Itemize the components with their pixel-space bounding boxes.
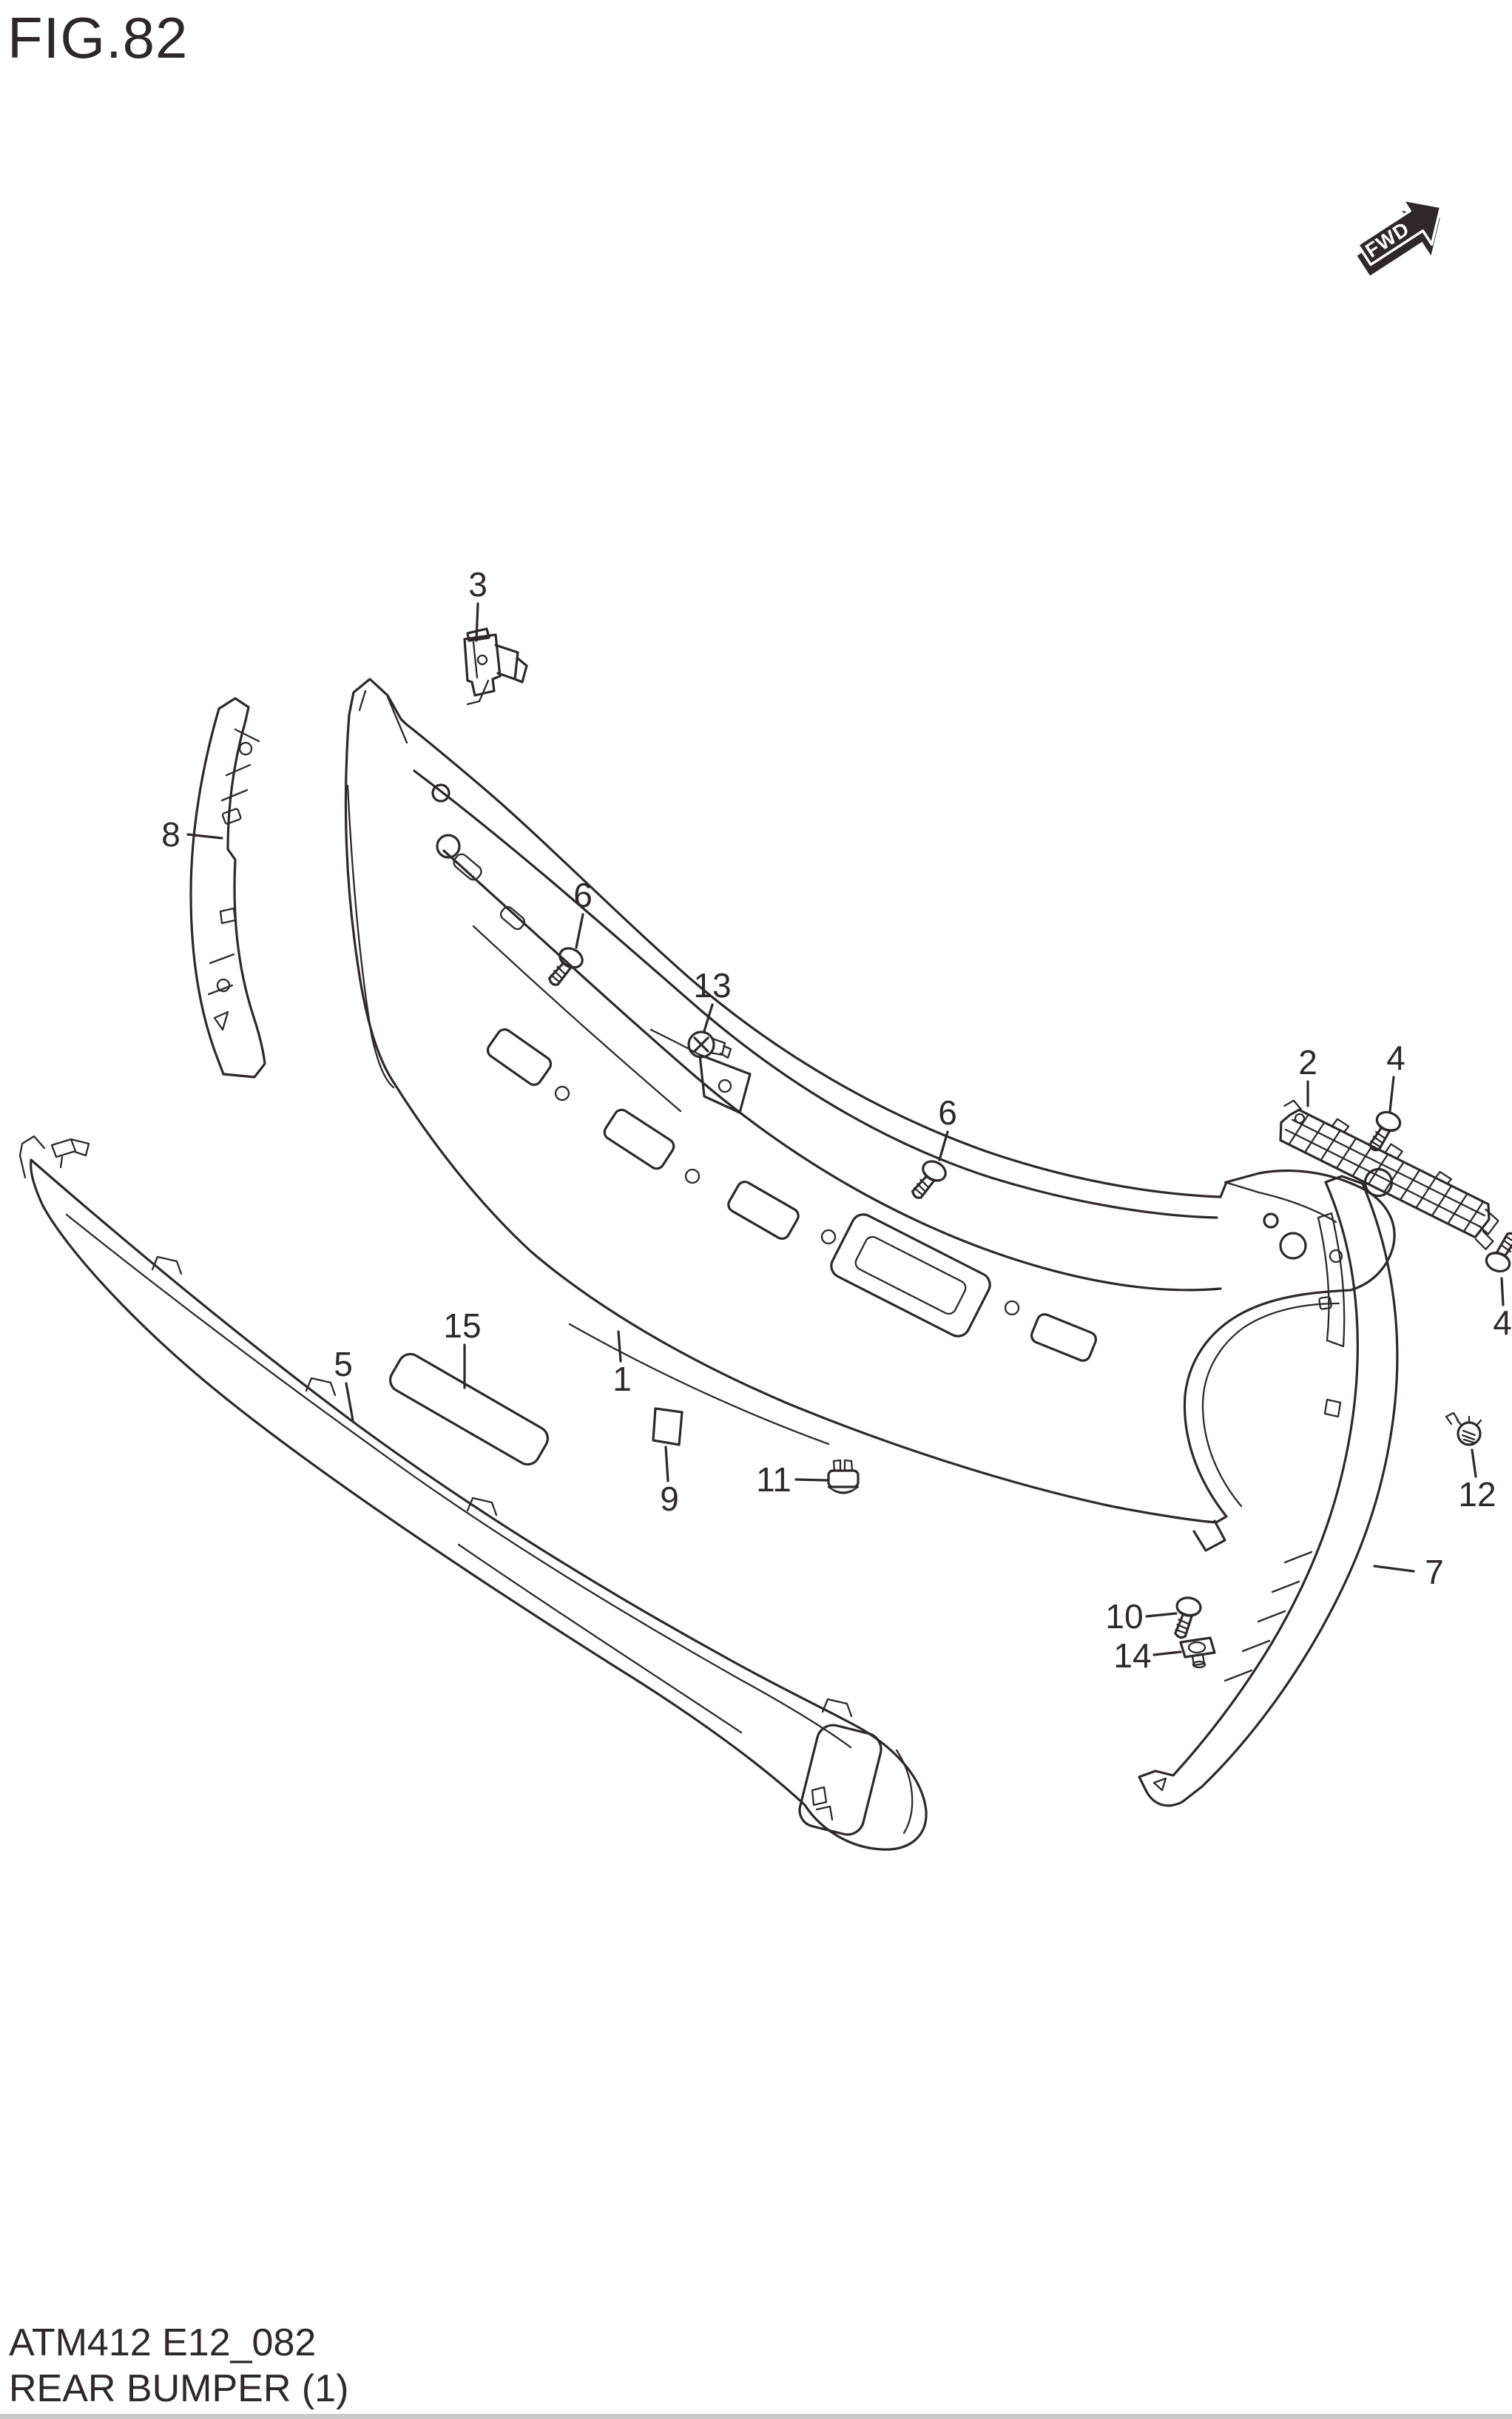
- leader-3: [475, 602, 479, 642]
- callout-12: 12: [1458, 1475, 1496, 1514]
- callout-6: 6: [573, 876, 593, 914]
- callout-6: 6: [938, 1093, 957, 1132]
- grommet-14-icon: [1179, 1636, 1216, 1669]
- part-3-upper-bracket: [463, 627, 528, 706]
- part-1-bumper-body: [344, 678, 1396, 1552]
- part-5-lower-skirt: [18, 1135, 928, 1851]
- callout-4: 4: [1386, 1039, 1405, 1077]
- part-8-side-extension: [189, 697, 266, 1079]
- leader-5: [345, 1382, 354, 1422]
- footer-title: REAR BUMPER (1): [9, 2367, 349, 2410]
- leader-14: [1152, 1650, 1182, 1656]
- callout-5: 5: [334, 1345, 353, 1383]
- part-9-patch: [652, 1407, 684, 1446]
- callout-14: 14: [1113, 1636, 1151, 1675]
- leader-4: [1500, 1277, 1505, 1306]
- callout-11: 11: [756, 1460, 792, 1499]
- footer-code: ATM412 E12_082: [9, 2321, 317, 2364]
- leader-10: [1145, 1612, 1178, 1618]
- leader-12: [1471, 1448, 1477, 1478]
- callout-9: 9: [660, 1480, 679, 1518]
- leader-4: [1388, 1076, 1395, 1113]
- fwd-arrow-icon: FWD: [1356, 198, 1442, 276]
- screw-10-icon: [1174, 1596, 1202, 1639]
- callout-7: 7: [1425, 1553, 1444, 1591]
- figure-label: FIG.82: [7, 5, 189, 70]
- leader-13: [703, 1003, 714, 1033]
- screw-6b-icon: [911, 1160, 947, 1199]
- screw-4b-icon: [1485, 1232, 1512, 1273]
- screw-13-icon: [687, 1030, 732, 1059]
- callout-1: 1: [612, 1360, 632, 1398]
- callout-10: 10: [1105, 1597, 1143, 1636]
- leader-6: [575, 913, 584, 949]
- callout-8: 8: [161, 815, 180, 854]
- part-2-reinforcement: [1279, 1099, 1499, 1250]
- leader-8: [186, 833, 223, 840]
- leader-7: [1373, 1565, 1415, 1573]
- bottom-rule: [0, 2414, 1512, 2419]
- leader-1: [617, 1330, 622, 1363]
- callout-15: 15: [443, 1306, 481, 1345]
- screw-6a-icon: [548, 947, 584, 986]
- callout-4: 4: [1493, 1303, 1512, 1342]
- screw-4a-icon: [1368, 1110, 1402, 1152]
- part-11-clip: [827, 1459, 860, 1494]
- callout-2: 2: [1298, 1043, 1317, 1082]
- leader-9: [664, 1445, 669, 1482]
- part-7-corner-molding: [1138, 1175, 1399, 1807]
- callout-3: 3: [468, 565, 487, 604]
- clip-12-icon: [1445, 1411, 1482, 1446]
- footer: ATM412 E12_082 REAR BUMPER (1): [9, 2320, 348, 2412]
- callout-13: 13: [693, 966, 731, 1005]
- part-15-plate-bracket: [389, 1352, 549, 1466]
- leader-6: [938, 1130, 949, 1161]
